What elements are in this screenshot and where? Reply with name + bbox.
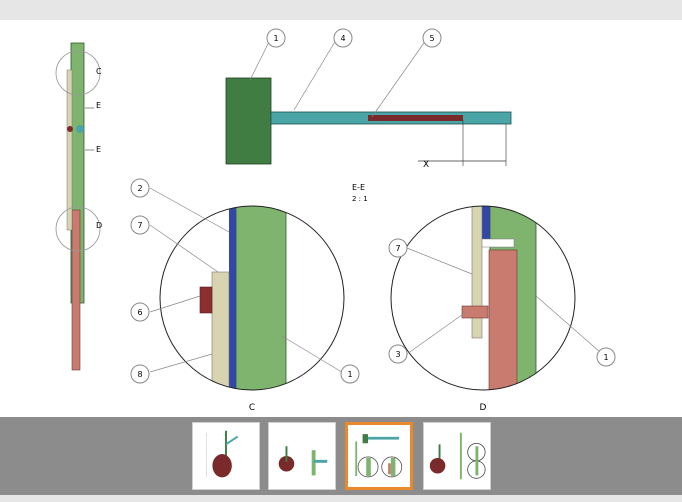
thumbnail-3[interactable] — [345, 422, 413, 490]
thumbnail-4[interactable] — [423, 422, 491, 490]
side-view: C E E D — [55, 42, 102, 371]
callout-4-top: 4 — [340, 34, 345, 43]
drawing-canvas[interactable]: C E E D X E-E 2 : 1 1 4 5 — [0, 20, 682, 417]
thumbnail-strip — [0, 417, 682, 495]
callout-6-c: 6 — [137, 308, 142, 317]
section-scale: 2 : 1 — [352, 195, 368, 203]
callout-5-top: 5 — [429, 34, 434, 43]
top-toolbar — [0, 0, 682, 20]
callout-7-c: 7 — [137, 221, 142, 230]
callout-1-d: 1 — [603, 353, 608, 362]
detail-d-title: D — [480, 403, 487, 413]
callout-8-c: 8 — [137, 370, 142, 379]
thumbnail-2[interactable] — [268, 422, 336, 490]
side-label-d: D — [96, 221, 102, 230]
bottom-edge — [0, 495, 682, 502]
section-label: E-E — [352, 183, 365, 192]
top-section-view: X E-E 2 : 1 1 4 5 — [225, 28, 512, 203]
side-label-e2: E — [96, 145, 101, 154]
callout-7-d: 7 — [395, 244, 400, 253]
thumbnail-1[interactable] — [192, 422, 260, 490]
callout-1-c: 1 — [347, 370, 352, 379]
detail-c: 2 7 6 8 1 C — [130, 178, 360, 413]
side-label-c: C — [96, 67, 102, 76]
side-label-e1: E — [96, 101, 101, 110]
callout-3-d: 3 — [395, 350, 400, 359]
dimension-x-label: X — [423, 160, 429, 170]
callout-2-c: 2 — [137, 184, 142, 193]
callout-1-top: 1 — [273, 34, 278, 43]
detail-d: 7 3 1 D — [388, 205, 616, 413]
detail-c-title: C — [249, 403, 255, 413]
